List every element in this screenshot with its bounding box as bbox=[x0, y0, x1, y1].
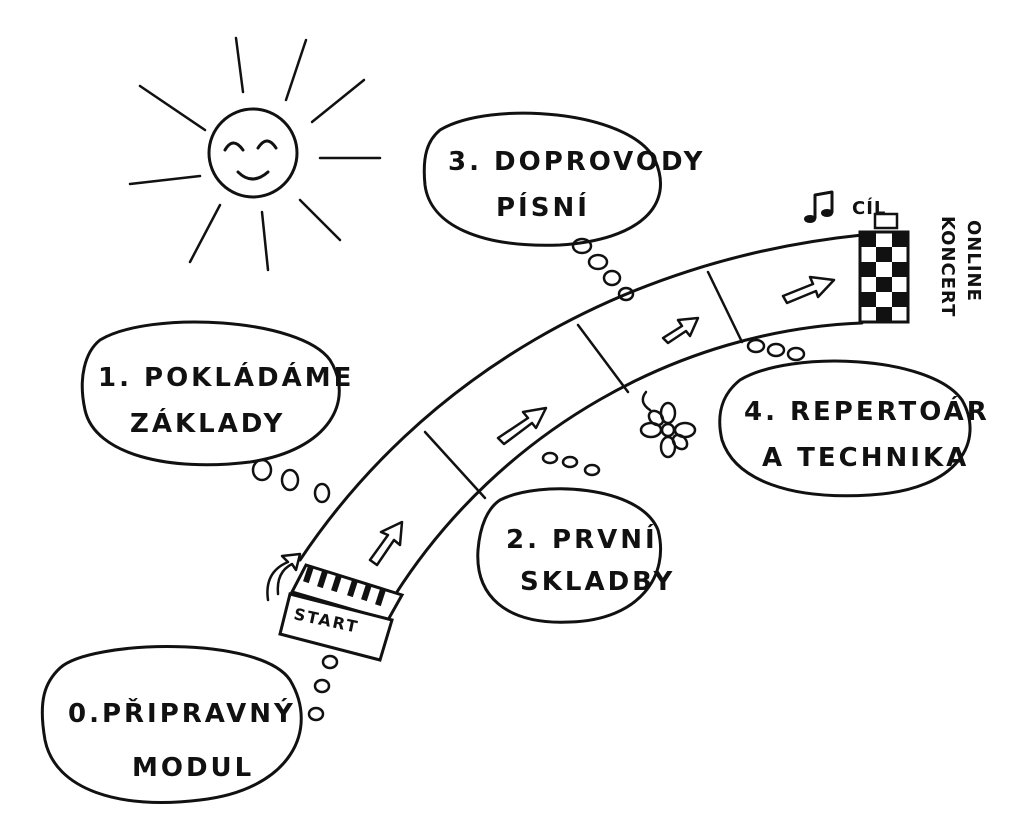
arrow-icon bbox=[368, 520, 404, 567]
bubble-module-1: 1. POKLÁDÁME ZÁKLADY bbox=[80, 320, 354, 504]
bubble-module-0-line2: MODUL bbox=[132, 753, 254, 783]
bubble-module-2-line2: SKLADBY bbox=[520, 567, 675, 597]
road-divider bbox=[706, 270, 744, 344]
checkered-flag-icon bbox=[858, 212, 910, 324]
bubble-module-2: 2. PRVNÍ SKLADBY bbox=[476, 451, 675, 624]
music-note-icon bbox=[804, 190, 834, 223]
flower-icon bbox=[639, 390, 697, 459]
concert-label-line1: ONLINE bbox=[963, 220, 984, 302]
bubble-module-4-line2: A TECHNIKA bbox=[762, 443, 969, 473]
bubble-module-4-line1: 4. REPERTOÁR bbox=[744, 395, 990, 427]
piano-keys-strip bbox=[289, 563, 405, 622]
road-divider bbox=[576, 323, 630, 394]
arrow-icon bbox=[496, 406, 548, 446]
concert-label-line2: KONCERT bbox=[937, 216, 958, 317]
bubble-module-1-line2: ZÁKLADY bbox=[130, 407, 285, 439]
sun-icon bbox=[128, 36, 382, 272]
bubble-module-3-line1: 3. DOPROVODY bbox=[448, 147, 705, 177]
arrow-icon bbox=[781, 275, 836, 305]
bubble-module-1-line1: 1. POKLÁDÁME bbox=[98, 361, 354, 393]
finish-label: CÍL bbox=[852, 197, 886, 219]
bubble-module-3-line2: PÍSNÍ bbox=[496, 191, 590, 223]
bubble-module-3: 3. DOPROVODY PÍSNÍ bbox=[422, 111, 705, 302]
road: START bbox=[266, 212, 910, 662]
road-divider bbox=[423, 430, 487, 500]
arrow-icon bbox=[661, 316, 700, 345]
bubble-module-4: 4. REPERTOÁR A TECHNIKA bbox=[718, 338, 990, 498]
bubble-module-0: 0.PŘIPRAVNÝ MODUL bbox=[40, 645, 339, 804]
bubble-module-0-line1: 0.PŘIPRAVNÝ bbox=[68, 697, 296, 729]
start-box: START bbox=[278, 592, 394, 662]
bubble-module-2-line1: 2. PRVNÍ bbox=[506, 523, 658, 555]
curved-arrow-icon bbox=[266, 552, 302, 602]
